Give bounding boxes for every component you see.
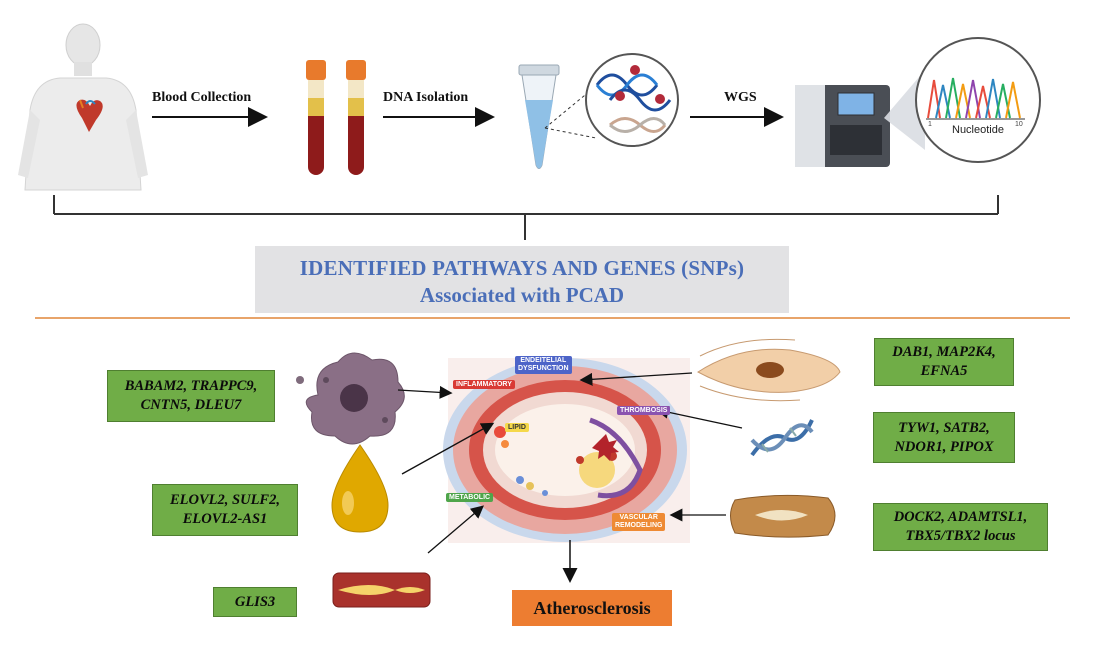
gene-box-thrombosis: TYW1, SATB2, NDOR1, PIPOX bbox=[873, 412, 1015, 463]
tick-start: 1 bbox=[928, 121, 932, 128]
gene-box-metabolic: GLIS3 bbox=[213, 587, 297, 617]
sequencer-icon bbox=[795, 70, 925, 167]
pathways-title-box: IDENTIFIED PATHWAYS AND GENES (SNPs) Ass… bbox=[255, 246, 789, 313]
endothelial-cell-icon bbox=[697, 338, 841, 402]
tag-thrombosis: THROMBOSIS bbox=[617, 406, 671, 415]
bone-icon bbox=[730, 494, 836, 538]
heart-icon bbox=[76, 99, 103, 132]
artery-icon bbox=[332, 572, 431, 608]
tag-endothelial-dysfunction: ENDEITELIAL DYSFUNCTION bbox=[515, 356, 572, 374]
outcome-atherosclerosis: Atherosclerosis bbox=[512, 590, 672, 626]
tag-inflammatory: INFLAMMATORY bbox=[453, 380, 515, 389]
bracket-connector bbox=[53, 195, 999, 240]
microtube-icon bbox=[518, 64, 560, 169]
vessel-cross-section bbox=[443, 358, 690, 543]
tag-metabolic: METABOLIC bbox=[446, 493, 494, 502]
step-dna-isolation: DNA Isolation bbox=[383, 90, 469, 105]
gene-box-lipid: ELOVL2, SULF2, ELOVL2-AS1 bbox=[152, 484, 298, 536]
macrophage-icon bbox=[296, 352, 405, 445]
chromatogram-icon bbox=[915, 37, 1041, 163]
human-body-icon bbox=[18, 23, 148, 191]
tick-end: 10 bbox=[1015, 121, 1023, 128]
dna-helix-icon bbox=[750, 419, 814, 457]
gene-box-inflammatory: BABAM2, TRAPPC9, CNTN5, DLEU7 bbox=[107, 370, 275, 422]
dna-icon bbox=[585, 53, 679, 147]
blood-tube-icon bbox=[306, 60, 366, 175]
tag-lipid: LIPID bbox=[505, 423, 529, 432]
title-line-2: Associated with PCAD bbox=[419, 283, 625, 307]
gene-box-endothelial: DAB1, MAP2K4, EFNA5 bbox=[874, 338, 1014, 386]
nucleotide-label: Nucleotide bbox=[952, 124, 1004, 136]
title-line-1: IDENTIFIED PATHWAYS AND GENES (SNPs) bbox=[299, 256, 745, 280]
lipid-droplet-icon bbox=[331, 444, 389, 533]
gene-box-vascular: DOCK2, ADAMTSL1, TBX5/TBX2 locus bbox=[873, 503, 1048, 551]
tag-vascular-remodeling: VASCULAR REMODELING bbox=[612, 513, 666, 531]
step-wgs: WGS bbox=[724, 90, 757, 105]
step-blood-collection: Blood Collection bbox=[152, 90, 252, 105]
